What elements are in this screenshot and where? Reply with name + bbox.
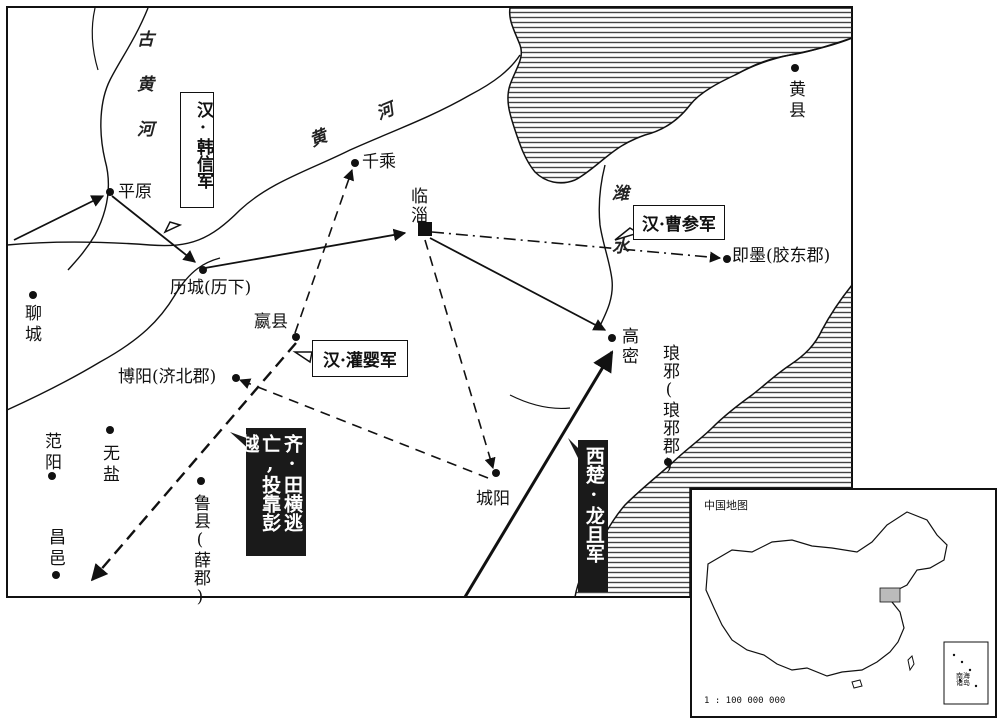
label-huangxian: 黄县 bbox=[785, 80, 805, 122]
label-gaomi: 高密 bbox=[622, 327, 639, 367]
route-hanxin-4 bbox=[429, 237, 607, 331]
label-linzi: 临淄 bbox=[407, 187, 427, 225]
south-sea-box bbox=[943, 641, 989, 705]
label-changyi: 昌邑 bbox=[45, 528, 65, 570]
taiwan bbox=[907, 655, 915, 672]
inset-south-sea-note: 南海诸岛 bbox=[956, 672, 970, 688]
label-jimo: 即墨(胶东郡) bbox=[732, 246, 831, 266]
china-highlight-shandong bbox=[879, 587, 901, 603]
dot-licheng bbox=[199, 266, 207, 274]
label-fanyang: 范阳 bbox=[41, 432, 61, 474]
dot-chengyang bbox=[492, 469, 500, 477]
label-langya: 琅邪(琅邪郡) bbox=[659, 344, 679, 476]
label-chengyang: 城阳 bbox=[476, 489, 510, 509]
dot-qiancheng bbox=[351, 159, 359, 167]
label-qiancheng: 千乘 bbox=[362, 152, 396, 172]
route-longju bbox=[463, 350, 614, 598]
callout-han-hanxin: 汉·韩信军 bbox=[180, 92, 214, 208]
inset-title: 中国地图 bbox=[704, 499, 748, 512]
river-gu-huanghe bbox=[67, 7, 149, 271]
dot-pingyuan bbox=[106, 188, 114, 196]
dot-liaocheng bbox=[29, 291, 37, 299]
route-hanxin-1 bbox=[13, 195, 105, 241]
label-river-weishui: 潍水 bbox=[608, 184, 628, 290]
dot-gaomi bbox=[608, 334, 616, 342]
label-luxian: 鲁县(薛郡) bbox=[190, 494, 210, 608]
dot-yingxian bbox=[292, 333, 300, 341]
label-pingyuan: 平原 bbox=[118, 182, 152, 202]
callout-pointer-longju bbox=[568, 438, 580, 462]
river-huanghe bbox=[6, 54, 521, 247]
callout-pointer-guanying bbox=[292, 351, 313, 364]
dot-changyi bbox=[52, 571, 60, 579]
coast-north bbox=[734, 37, 853, 76]
label-wuyan: 无盐 bbox=[99, 444, 119, 486]
label-liaocheng: 聊城 bbox=[21, 304, 41, 346]
route-caocan bbox=[431, 231, 722, 263]
inset-china-map: 中国地图 南海诸岛 1 : 100 000 000 bbox=[690, 488, 997, 718]
callout-pointer-hanxin bbox=[163, 221, 183, 234]
route-hanxin-2 bbox=[111, 195, 196, 263]
dot-fanyang bbox=[48, 472, 56, 480]
label-yingxian: 嬴县 bbox=[254, 312, 288, 332]
dot-boyang bbox=[232, 374, 240, 382]
dot-luxian bbox=[197, 477, 205, 485]
river-huanghe-south-bank bbox=[6, 257, 221, 411]
inset-china-outline bbox=[705, 511, 989, 705]
dot-huangxian bbox=[791, 64, 799, 72]
dot-langya bbox=[664, 458, 672, 466]
route-guanying-2 bbox=[424, 239, 496, 470]
dot-jimo bbox=[723, 255, 731, 263]
label-licheng: 历城(历下) bbox=[170, 278, 252, 298]
route-hanxin-3 bbox=[204, 228, 407, 269]
route-guanying-3 bbox=[238, 378, 489, 479]
label-boyang: 博阳(济北郡) bbox=[118, 367, 217, 387]
hainan bbox=[851, 679, 863, 689]
china-outline-path bbox=[705, 511, 948, 677]
callout-han-guanying: 汉·灌婴军 bbox=[312, 340, 408, 377]
label-river-gu-huanghe: 古黄河 bbox=[133, 30, 153, 165]
terrain-line-1 bbox=[509, 394, 571, 410]
marker-linzi-capital bbox=[418, 222, 432, 236]
callout-han-caocan: 汉·曹参军 bbox=[633, 205, 725, 240]
callout-qi-tianheng: 齐·田横逃亡,投靠彭越 bbox=[246, 428, 306, 556]
river-weishui bbox=[597, 164, 613, 331]
route-guanying-1 bbox=[294, 168, 354, 334]
dot-wuyan bbox=[106, 426, 114, 434]
terrain-line-2 bbox=[91, 7, 99, 71]
callout-xichu-longju: 西楚·龙且军 bbox=[578, 440, 608, 592]
inset-scale: 1 : 100 000 000 bbox=[704, 696, 786, 706]
route-tianheng bbox=[90, 342, 297, 582]
